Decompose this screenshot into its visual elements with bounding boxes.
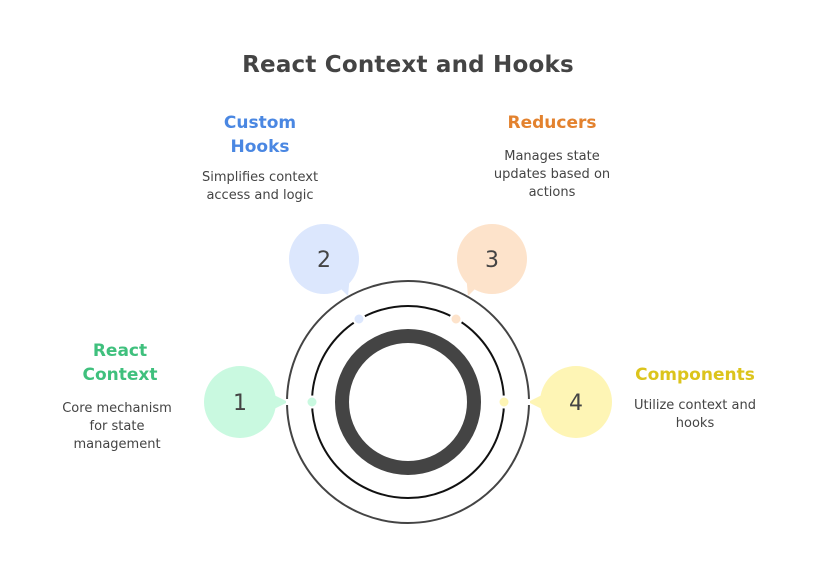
step-2-bubble: 2 — [289, 224, 359, 296]
step-4-marker-dot — [497, 395, 511, 409]
step-4-description: Utilize context and hooks — [634, 398, 756, 431]
outer-ring — [286, 280, 530, 524]
step-3-bubble: 3 — [457, 224, 527, 296]
step-1-description: Core mechanism for state management — [62, 401, 172, 452]
center-ring — [335, 329, 481, 475]
step-2-heading: Custom Hooks — [223, 113, 297, 157]
step-3-description: Manages state updates based on actions — [493, 149, 611, 200]
step-2-number: 2 — [317, 248, 331, 273]
step-1-heading: React Context — [82, 341, 158, 385]
step-3-marker-dot — [449, 312, 463, 326]
step-3-heading: Reducers — [507, 113, 597, 133]
step-2-marker-dot — [352, 312, 366, 326]
step-4-number: 4 — [569, 391, 583, 416]
diagram-title: React Context and Hooks — [242, 52, 574, 78]
step-1-marker-dot — [305, 395, 319, 409]
step-2-description: Simplifies context access and logic — [201, 170, 319, 203]
step-1-bubble: 1 — [204, 366, 288, 438]
step-4-heading: Components — [635, 365, 755, 385]
step-1-number: 1 — [233, 391, 247, 416]
step-3-number: 3 — [485, 248, 499, 273]
step-4-bubble: 4 — [528, 366, 612, 438]
